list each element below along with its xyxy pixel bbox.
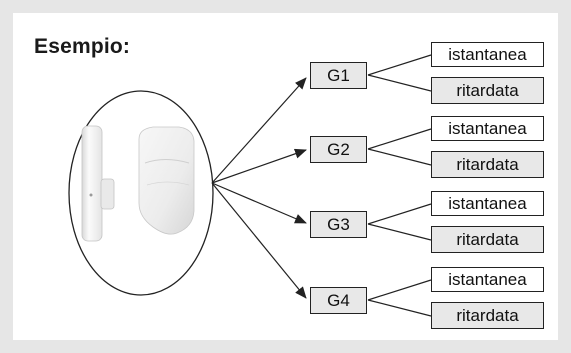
mode-box-g1-istantanea: istantanea: [431, 42, 544, 67]
mode-box-g3-ritardata: ritardata: [431, 226, 544, 253]
example-title: Esempio:: [34, 35, 131, 58]
mode-box-g2-istantanea: istantanea: [431, 116, 544, 141]
motion-detector-icon: [138, 126, 195, 235]
door-contact-sensor-icon: [81, 125, 115, 242]
arrow-to-g1: [211, 77, 307, 184]
group-box-g3: G3: [310, 211, 367, 238]
branch-lines: [367, 54, 432, 317]
mode-box-g4-istantanea: istantanea: [431, 267, 544, 292]
mode-box-g3-istantanea: istantanea: [431, 191, 544, 216]
connection-diagram: [68, 54, 432, 317]
mode-box-g2-ritardata: ritardata: [431, 151, 544, 178]
group-box-g1: G1: [310, 62, 367, 89]
arrow-to-g2: [211, 148, 307, 184]
example-panel: Esempio:: [13, 13, 558, 340]
group-box-g4: G4: [310, 287, 367, 314]
arrow-to-g4: [211, 182, 307, 299]
arrow-to-g3: [211, 182, 307, 224]
mode-box-g4-ritardata: ritardata: [431, 302, 544, 329]
mode-box-g1-ritardata: ritardata: [431, 77, 544, 104]
group-box-g2: G2: [310, 136, 367, 163]
